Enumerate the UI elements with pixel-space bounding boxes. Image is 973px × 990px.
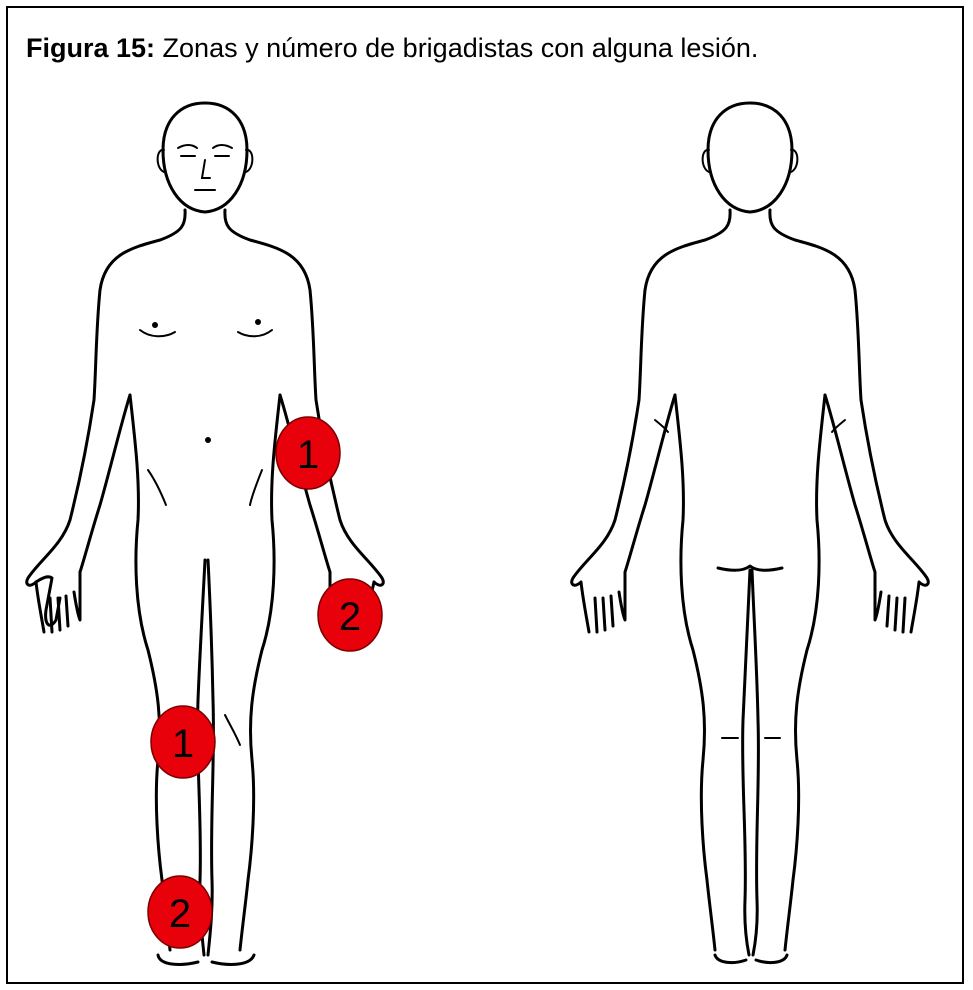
back-torso-left-outline bbox=[572, 210, 730, 632]
back-feet bbox=[715, 955, 787, 963]
front-nipple-left bbox=[152, 322, 158, 328]
injury-count-hand: 2 bbox=[339, 595, 361, 639]
front-head bbox=[163, 103, 247, 212]
injury-marker-forearm: 1 bbox=[276, 417, 340, 489]
front-hand-left bbox=[36, 572, 80, 632]
back-head bbox=[708, 103, 792, 212]
back-body bbox=[572, 103, 929, 963]
back-inner-legs bbox=[743, 570, 759, 955]
front-nose bbox=[202, 160, 210, 178]
injury-marker-hand: 2 bbox=[318, 579, 382, 651]
front-nipple-right bbox=[255, 319, 261, 325]
front-pectoral-left bbox=[140, 330, 175, 336]
front-feet bbox=[158, 955, 254, 964]
front-torso-outline bbox=[27, 210, 185, 625]
front-torso-right-outline bbox=[225, 210, 383, 585]
back-legs-outline bbox=[675, 395, 825, 950]
injury-marker-ankle: 2 bbox=[148, 876, 212, 948]
front-navel bbox=[205, 437, 211, 443]
front-knee-right bbox=[225, 715, 240, 745]
injury-markers: 1 2 1 2 bbox=[148, 417, 382, 948]
injury-count-knee: 1 bbox=[172, 722, 194, 766]
back-torso-right-outline bbox=[770, 210, 928, 632]
front-pectoral-right bbox=[238, 330, 272, 336]
injury-marker-knee: 1 bbox=[151, 706, 215, 778]
injury-count-forearm: 1 bbox=[297, 433, 319, 477]
front-eyebrow-left bbox=[178, 145, 197, 148]
front-eyebrow-right bbox=[213, 145, 232, 148]
front-groin-right bbox=[250, 470, 262, 505]
injury-count-ankle: 2 bbox=[169, 892, 191, 936]
front-groin-left bbox=[148, 470, 166, 505]
front-body bbox=[27, 103, 384, 964]
